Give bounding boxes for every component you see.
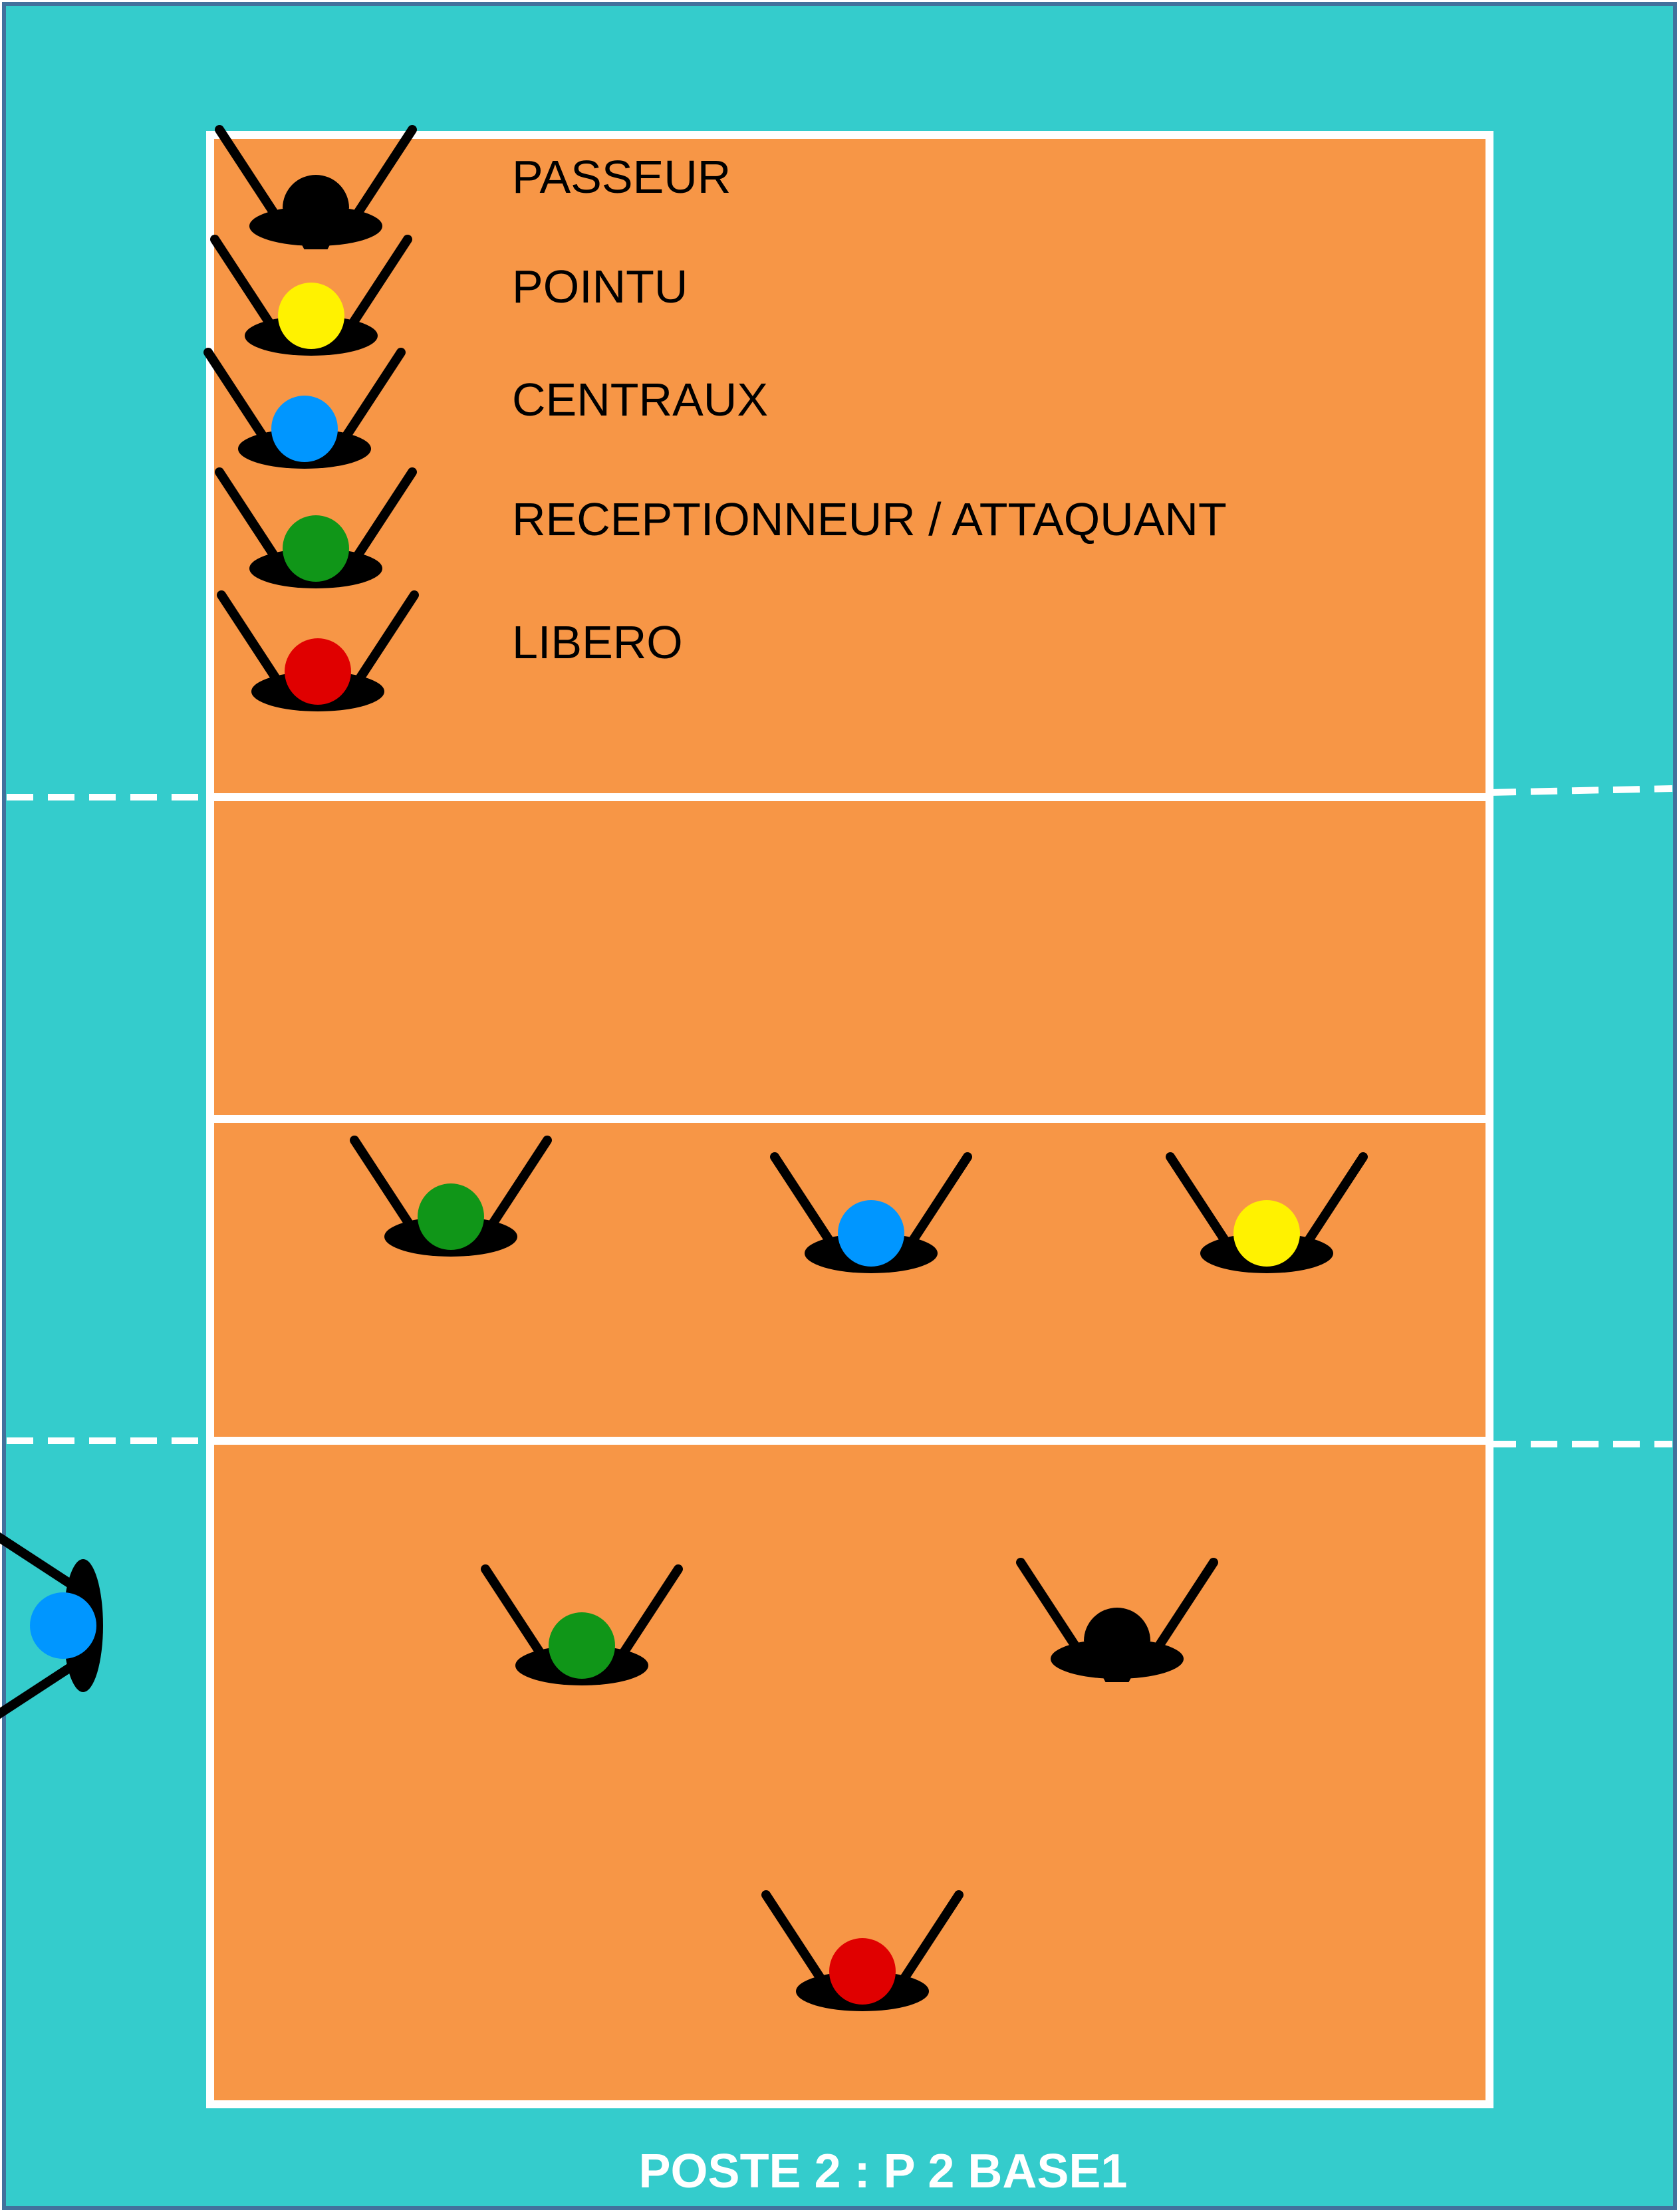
attack-line-extension-top-right	[1489, 785, 1673, 796]
pointu-head	[1233, 1200, 1300, 1267]
player-receptionneur-1	[354, 1140, 547, 1257]
legend: PASSEUR POINTU CENTRAUX RECEPTIONNEUR / ATT…	[208, 130, 1227, 711]
legend-label-libero: LIBERO	[512, 616, 683, 668]
legend-icon-pointu	[215, 239, 408, 356]
passeur-head	[283, 175, 349, 249]
player-centraux-2	[775, 1157, 968, 1273]
legend-label-pointu: POINTU	[512, 261, 688, 312]
centraux-head	[838, 1200, 904, 1267]
player-libero-6	[766, 1895, 959, 2011]
players	[0, 1140, 1363, 2011]
legend-label-receptionneur: RECEPTIONNEUR / ATTAQUANT	[512, 493, 1227, 545]
legend-icon-passeur	[219, 130, 412, 249]
player-centraux-7	[0, 1529, 103, 1722]
legend-icon-libero	[221, 595, 414, 711]
legend-icon-receptionneur	[219, 472, 412, 588]
pointu-head	[278, 283, 344, 349]
diagram-caption: POSTE 2 : P 2 BASE1	[639, 2145, 1128, 2198]
legend-label-centraux: CENTRAUX	[512, 374, 768, 426]
player-receptionneur-4	[485, 1569, 678, 1685]
passeur-head	[1084, 1608, 1150, 1682]
player-pointu-3	[1170, 1157, 1363, 1273]
libero-head	[285, 638, 351, 705]
legend-label-passeur: PASSEUR	[512, 151, 731, 203]
player-passeur-5	[1021, 1562, 1214, 1682]
libero-head	[829, 1938, 896, 2005]
receptionneur-head	[549, 1612, 615, 1679]
centraux-head	[271, 396, 338, 462]
receptionneur-head	[418, 1183, 484, 1250]
receptionneur-head	[283, 515, 349, 582]
centraux-head	[30, 1592, 96, 1659]
legend-icon-centraux	[208, 352, 401, 469]
